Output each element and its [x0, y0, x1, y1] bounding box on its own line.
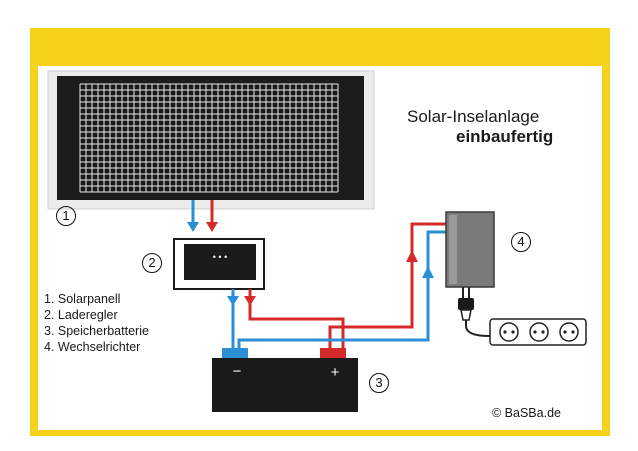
arrow-up-red	[406, 250, 418, 262]
diagram-title: Solar-Inselanlage	[407, 107, 540, 126]
socket-3	[559, 322, 579, 342]
marker-panel: 1	[56, 206, 76, 226]
legend-item: 2. Laderegler	[44, 308, 118, 322]
arrow-down-red	[206, 222, 218, 232]
diagram-subtitle: einbaufertig	[456, 127, 554, 146]
arrow-down-blue	[187, 222, 199, 232]
arrow-down-red-2	[244, 296, 256, 306]
inverter	[445, 211, 495, 298]
power-strip	[489, 318, 587, 346]
battery-negative-label: −	[233, 363, 242, 380]
wires-panel-to-controller	[191, 200, 214, 224]
charge-controller: • • •	[173, 238, 265, 290]
legend: 1. Solarpanell 2. Laderegler 3. Speicher…	[44, 291, 149, 355]
solar-panel	[47, 70, 375, 210]
legend-item: 1. Solarpanell	[44, 292, 121, 306]
legend-item: 4. Wechselrichter	[44, 340, 141, 354]
wires-battery-to-inverter	[237, 222, 452, 352]
arrow-down-blue-2	[227, 296, 239, 306]
marker-battery: 3	[369, 373, 389, 393]
legend-item: 3. Speicherbatterie	[44, 324, 149, 338]
power-plug	[458, 298, 491, 337]
socket-2	[529, 322, 549, 342]
marker-inverter: 4	[511, 232, 531, 252]
arrow-up-blue	[422, 266, 434, 278]
copyright-notice: © BaSBa.de	[492, 406, 561, 420]
battery-positive-label: +	[331, 364, 340, 381]
battery: − +	[212, 348, 358, 412]
controller-display: • • •	[213, 252, 227, 262]
socket-1	[499, 322, 519, 342]
marker-controller: 2	[142, 253, 162, 273]
